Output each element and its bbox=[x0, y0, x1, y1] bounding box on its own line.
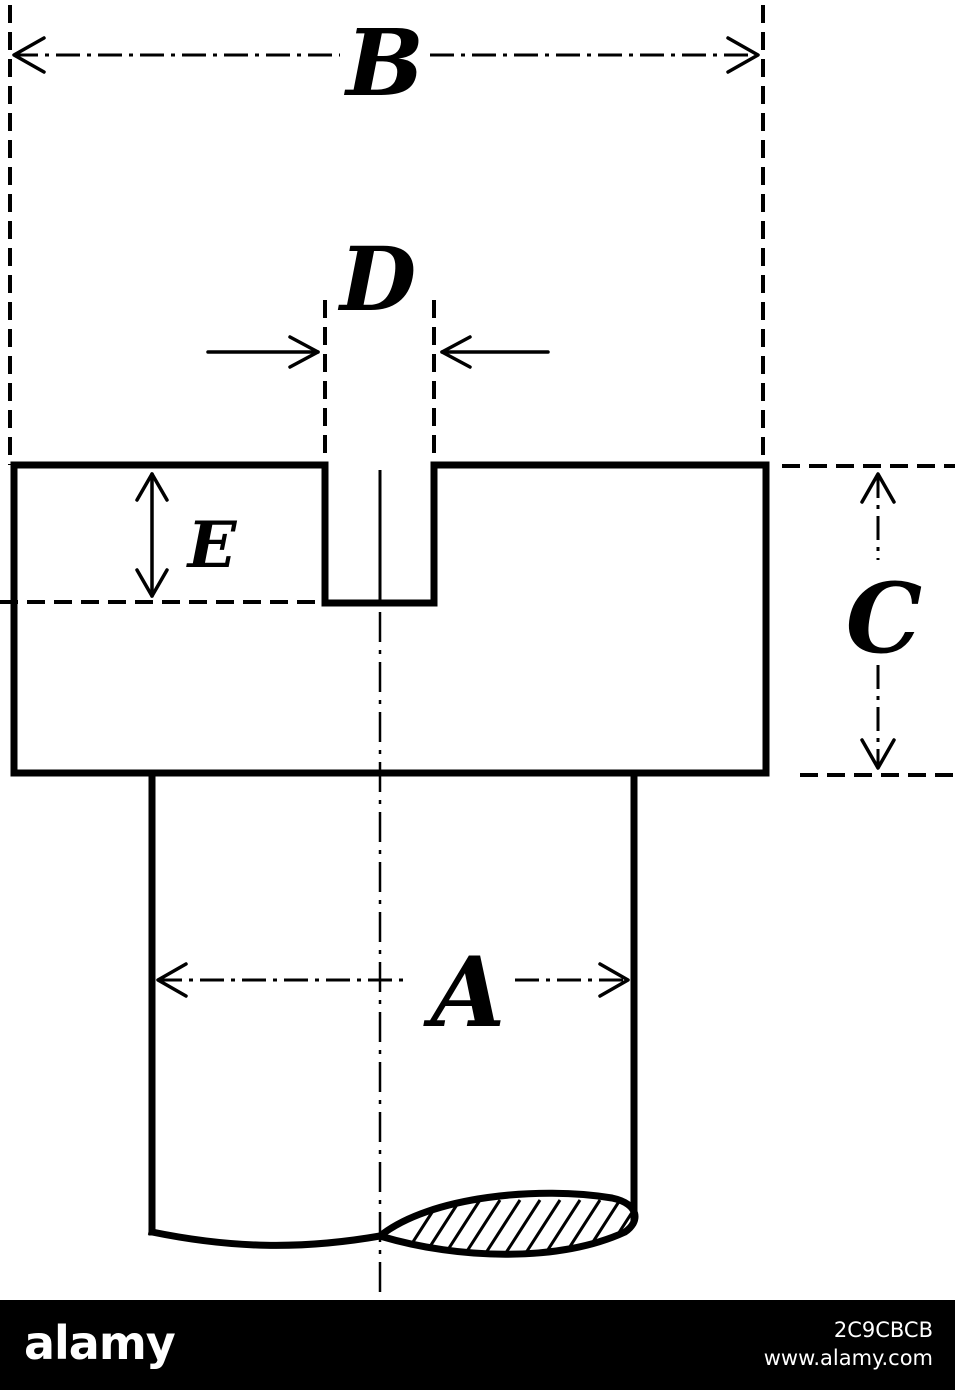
arrowhead-b-right bbox=[726, 36, 760, 74]
label-b: B bbox=[343, 9, 424, 117]
screw-head bbox=[10, 461, 770, 777]
arrowhead-a-right bbox=[598, 962, 630, 998]
label-e: E bbox=[186, 508, 238, 583]
label-a: A bbox=[423, 936, 505, 1049]
site-url: www.alamy.com bbox=[763, 1346, 933, 1370]
arrowhead-d-left bbox=[288, 335, 320, 369]
arrowhead-e-bottom bbox=[135, 568, 169, 598]
dimension-e: E bbox=[0, 472, 318, 604]
head-outline bbox=[10, 461, 770, 777]
dimension-a: A bbox=[156, 936, 630, 1049]
dimension-b: B bbox=[8, 5, 765, 465]
label-d: D bbox=[337, 227, 416, 331]
arrowhead-c-bottom bbox=[860, 738, 896, 770]
arrowhead-e-top bbox=[135, 472, 169, 502]
image-id: 2C9CBCB bbox=[833, 1318, 933, 1342]
technical-drawing: B D E C bbox=[0, 5, 955, 1300]
break-line-left bbox=[147, 1227, 385, 1249]
watermark-bar: alamy 2C9CBCB www.alamy.com bbox=[0, 1300, 955, 1390]
dimension-c: C bbox=[782, 464, 955, 777]
watermark-info: 2C9CBCB www.alamy.com bbox=[764, 1316, 933, 1372]
brand-logo: alamy bbox=[24, 1316, 176, 1370]
screw-shank bbox=[147, 772, 639, 1258]
break-section bbox=[372, 1189, 639, 1258]
label-c: C bbox=[846, 562, 922, 675]
brand-text: alamy bbox=[24, 1316, 176, 1370]
arrowhead-c-top bbox=[860, 472, 896, 504]
arrowhead-a-left bbox=[156, 962, 188, 998]
dimension-d: D bbox=[206, 227, 550, 465]
arrowhead-d-right bbox=[440, 335, 472, 369]
arrowhead-b-left bbox=[12, 36, 46, 74]
